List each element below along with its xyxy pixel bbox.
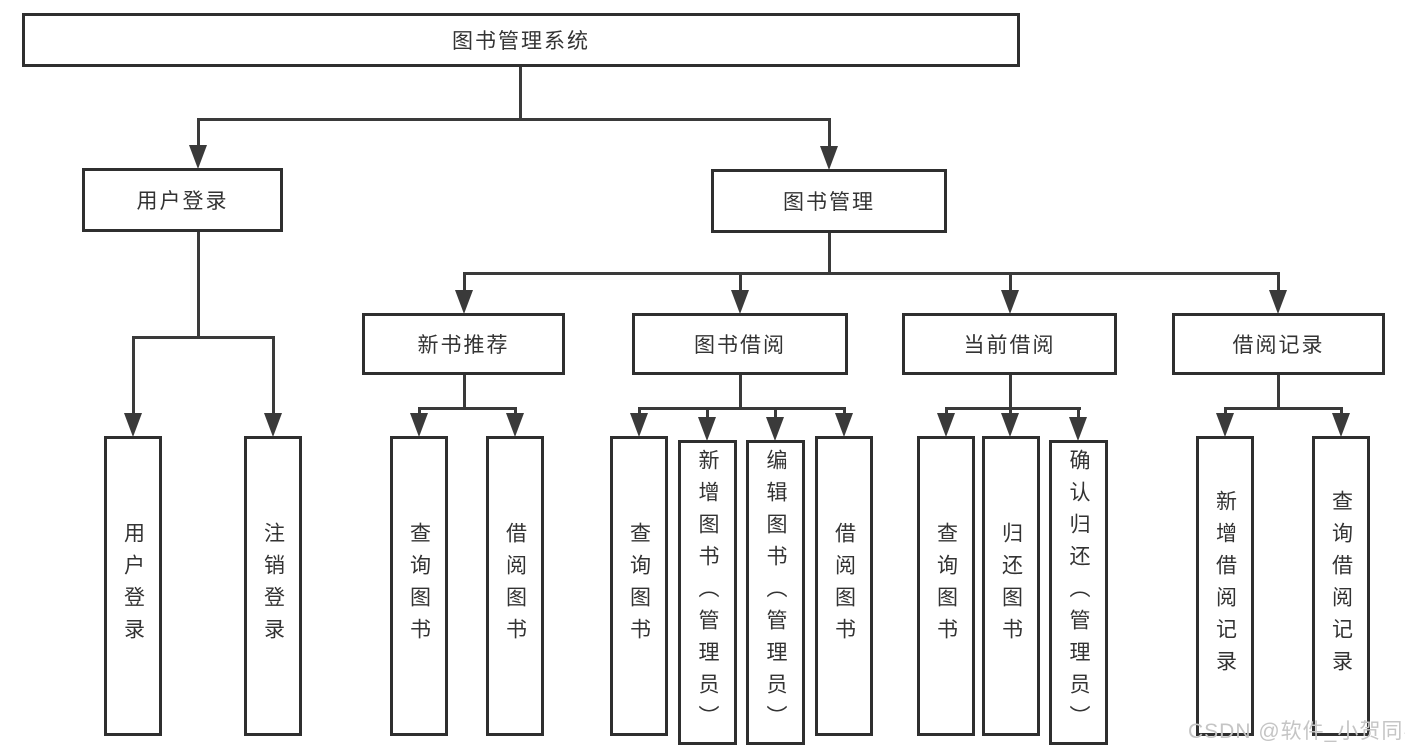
connector-line <box>774 407 777 419</box>
leaf-user-login-label: 用户登录 <box>121 522 145 650</box>
node-borrowing-records-label: 借阅记录 <box>1232 334 1325 357</box>
connector-arrowhead <box>1001 413 1019 437</box>
connector-arrowhead <box>835 413 853 437</box>
connector-line <box>945 407 1081 410</box>
leaf-query-books-recommend-label: 查询图书 <box>407 522 431 650</box>
node-user-login-label: 用户登录 <box>136 190 229 213</box>
leaf-borrow-books-borrowing-label: 借阅图书 <box>832 522 856 650</box>
connector-arrowhead <box>630 413 648 437</box>
connector-arrowhead <box>1069 417 1087 441</box>
connector-line <box>1277 375 1280 407</box>
node-root-label: 图书管理系统 <box>452 30 590 53</box>
connector-line <box>1077 407 1080 419</box>
leaf-return-books-label: 归还图书 <box>999 522 1023 650</box>
connector-arrowhead <box>731 290 749 314</box>
connector-arrowhead <box>766 417 784 441</box>
connector-line <box>197 118 831 121</box>
connector-line <box>1224 407 1343 410</box>
connector-arrowhead <box>264 413 282 437</box>
node-book-management: 图书管理 <box>711 169 947 233</box>
node-root: 图书管理系统 <box>22 13 1020 67</box>
connector-line <box>132 336 275 339</box>
connector-arrowhead <box>455 290 473 314</box>
connector-line <box>1277 272 1280 291</box>
connector-line <box>1340 407 1343 415</box>
node-book-borrowing-label: 图书借阅 <box>694 334 786 357</box>
leaf-edit-books-admin: 编辑图书（管理员） <box>746 440 805 745</box>
connector-line <box>1009 272 1012 291</box>
connector-arrowhead <box>1001 290 1019 314</box>
connector-line <box>843 407 846 415</box>
connector-line <box>638 407 641 415</box>
leaf-query-books-recommend: 查询图书 <box>390 436 448 736</box>
leaf-add-borrow-record-label: 新增借阅记录 <box>1213 490 1237 682</box>
connector-arrowhead <box>820 146 838 170</box>
connector-line <box>463 375 466 407</box>
node-book-borrowing: 图书借阅 <box>632 313 848 375</box>
leaf-query-books-current: 查询图书 <box>917 436 975 736</box>
leaf-query-books-borrowing-label: 查询图书 <box>627 522 651 650</box>
connector-line <box>197 118 200 147</box>
leaf-borrow-books-recommend: 借阅图书 <box>486 436 544 736</box>
leaf-add-borrow-record: 新增借阅记录 <box>1196 436 1254 736</box>
connector-arrowhead <box>410 413 428 437</box>
node-user-login: 用户登录 <box>82 168 283 232</box>
node-current-borrowing-label: 当前借阅 <box>963 334 1056 357</box>
connector-arrowhead <box>937 413 955 437</box>
connector-line <box>638 407 846 410</box>
connector-line <box>828 118 831 148</box>
node-current-borrowing: 当前借阅 <box>902 313 1117 375</box>
connector-line <box>1224 407 1227 415</box>
connector-line <box>418 407 517 410</box>
leaf-query-books-current-label: 查询图书 <box>934 522 958 650</box>
leaf-edit-books-admin-label: 编辑图书（管理员） <box>764 448 787 737</box>
connector-line <box>739 272 742 291</box>
connector-line <box>418 407 421 415</box>
connector-line <box>945 407 948 415</box>
leaf-user-login: 用户登录 <box>104 436 162 736</box>
node-new-book-recommend-label: 新书推荐 <box>417 334 510 357</box>
leaf-query-books-borrowing: 查询图书 <box>610 436 668 736</box>
connector-line <box>514 407 517 415</box>
leaf-logout: 注销登录 <box>244 436 302 736</box>
leaf-return-books: 归还图书 <box>982 436 1040 736</box>
leaf-add-books-admin: 新增图书（管理员） <box>678 440 737 745</box>
connector-line <box>272 336 275 415</box>
connector-line <box>132 336 135 415</box>
connector-line <box>519 67 522 118</box>
leaf-query-borrow-record-label: 查询借阅记录 <box>1329 490 1353 682</box>
connector-line <box>463 272 1280 275</box>
connector-line <box>1009 407 1012 415</box>
connector-arrowhead <box>1269 290 1287 314</box>
connector-arrowhead <box>1216 413 1234 437</box>
leaf-query-borrow-record: 查询借阅记录 <box>1312 436 1370 736</box>
node-borrowing-records: 借阅记录 <box>1172 313 1385 375</box>
csdn-watermark: CSDN @软件_小贺同学 <box>1188 720 1405 743</box>
connector-arrowhead <box>1332 413 1350 437</box>
connector-line <box>828 233 831 272</box>
connector-line <box>706 407 709 419</box>
leaf-confirm-return-admin: 确认归还（管理员） <box>1049 440 1108 745</box>
leaf-confirm-return-admin-label: 确认归还（管理员） <box>1067 448 1090 737</box>
connector-line <box>739 375 742 407</box>
connector-line <box>197 232 200 336</box>
connector-arrowhead <box>698 417 716 441</box>
leaf-add-books-admin-label: 新增图书（管理员） <box>696 448 719 737</box>
connector-line <box>463 272 466 291</box>
node-new-book-recommend: 新书推荐 <box>362 313 565 375</box>
connector-arrowhead <box>506 413 524 437</box>
connector-line <box>1009 375 1012 407</box>
leaf-borrow-books-borrowing: 借阅图书 <box>815 436 873 736</box>
connector-arrowhead <box>189 145 207 169</box>
leaf-logout-label: 注销登录 <box>261 522 285 650</box>
leaf-borrow-books-recommend-label: 借阅图书 <box>503 522 527 650</box>
node-book-management-label: 图书管理 <box>783 191 875 214</box>
connector-arrowhead <box>124 413 142 437</box>
